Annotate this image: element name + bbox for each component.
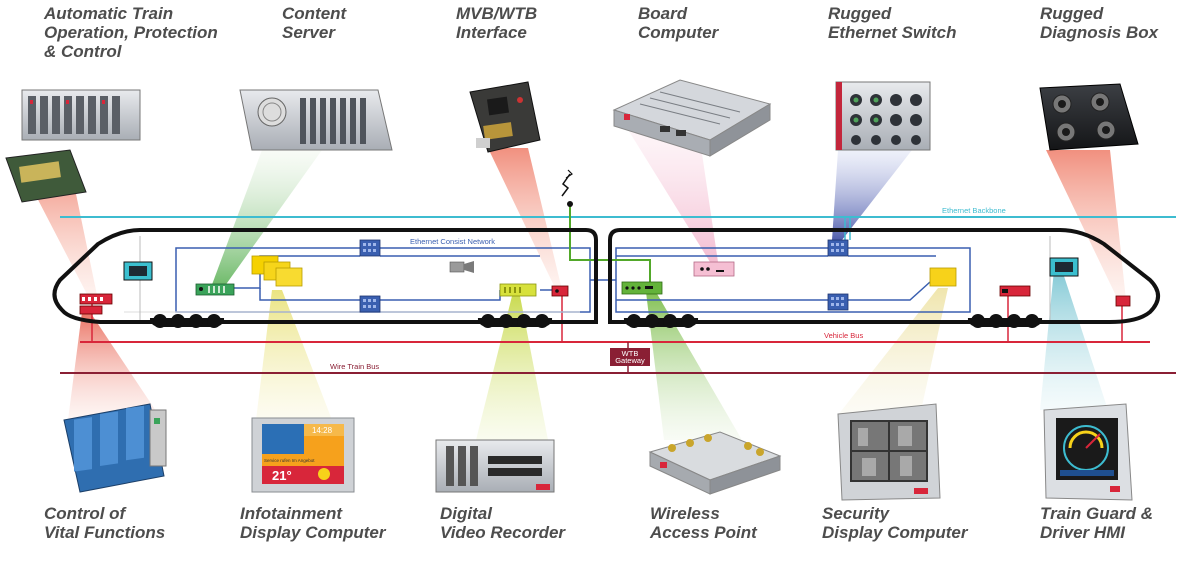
label-line: Ethernet Switch (828, 23, 957, 42)
beam-diagnosis (1046, 150, 1126, 300)
beam-board-computer (622, 120, 718, 262)
top-products (5, 79, 1139, 203)
label-video-recorder: Digital Video Recorder (440, 504, 565, 542)
label-line: Computer (638, 23, 719, 42)
svg-text:WTB: WTB (622, 349, 639, 358)
label-line: Board (638, 4, 688, 23)
atp-unit-icon (79, 293, 113, 315)
diagnosis-unit-icon (1115, 295, 1131, 307)
beam-mvb (488, 148, 562, 290)
content-server-unit-icon (195, 283, 235, 296)
wire-train-bus-label: Wire Train Bus (330, 362, 379, 371)
rack-chassis-icon (5, 89, 141, 203)
label-ethernet-switch: Rugged Ethernet Switch (828, 4, 956, 42)
label-line: Security (822, 504, 890, 523)
cab-display-right-icon (1049, 257, 1079, 277)
label-line: Operation, Protection (44, 23, 218, 42)
vehicle-bus-label: Vehicle Bus (824, 331, 863, 340)
label-line: Wireless (650, 504, 720, 523)
beam-infotainment (256, 290, 332, 420)
label-mvb-wtb: MVB/WTB Interface (456, 4, 537, 42)
label-line: Train Guard & (1040, 504, 1154, 523)
label-line: Automatic Train (44, 4, 174, 23)
label-line: Digital (440, 504, 492, 523)
label-line: Vital Functions (44, 523, 166, 542)
label-line: Interface (456, 23, 527, 42)
video-recorder-unit-icon (499, 283, 537, 297)
din-rail-module-icon (63, 403, 167, 493)
cab-display-left-icon (123, 261, 153, 281)
label-line: Rugged (1040, 4, 1104, 23)
label-line: Driver HMI (1040, 523, 1126, 542)
board-computer-unit-icon (693, 261, 735, 277)
svg-text:Gateway: Gateway (615, 356, 645, 365)
beam-switch (832, 150, 912, 240)
mvb-interface-unit-icon (551, 285, 569, 297)
label-line: Content (282, 4, 347, 23)
camera-icon (449, 261, 474, 273)
beam-security (838, 288, 948, 415)
label-line: Control of (44, 504, 126, 523)
train-devices (79, 239, 1131, 315)
label-line: Display Computer (822, 523, 968, 542)
label-atp: Automatic Train Operation, Protection & … (44, 4, 218, 61)
label-vital-functions: Control of Vital Functions (44, 504, 165, 542)
svg-text:Service rufen Im Angebot: Service rufen Im Angebot (264, 458, 315, 463)
label-line: Diagnosis Box (1040, 23, 1159, 42)
bottom-products: 14:28 Service rufen Im Angebot 21° (63, 403, 1133, 501)
label-line: Server (282, 23, 335, 42)
antenna-icon (561, 173, 571, 197)
diagnosis-box-icon (1039, 83, 1139, 151)
video-recorder-icon (435, 439, 555, 493)
security-display-unit-icon (929, 267, 957, 287)
svg-text:14:28: 14:28 (312, 426, 333, 435)
label-content-server: Content Server (282, 4, 346, 42)
access-point-unit-icon (621, 281, 663, 295)
label-line: Display Computer (240, 523, 386, 542)
beams (20, 120, 1126, 440)
label-security-display: Security Display Computer (822, 504, 967, 542)
bogies (149, 314, 1043, 328)
train-body (52, 228, 1160, 328)
beam-wap (646, 292, 742, 440)
label-diagnosis-box: Rugged Diagnosis Box (1040, 4, 1158, 42)
access-point-icon (648, 431, 782, 495)
label-access-point: Wireless Access Point (650, 504, 757, 542)
networks: Ethernet Backbone Wire Train Bus Vehicle… (60, 169, 1176, 374)
label-line: Infotainment (240, 504, 342, 523)
beam-content-server (210, 150, 322, 290)
wtb-gateway-box (610, 348, 650, 366)
beam-hmi (1040, 270, 1108, 410)
beam-dvr (476, 296, 548, 440)
atp-unit-right-icon (999, 285, 1031, 297)
ethernet-consist-label: Ethernet Consist Network (410, 237, 495, 246)
svg-text:21°: 21° (272, 468, 292, 483)
label-board-computer: Board Computer (638, 4, 718, 42)
ethernet-consist-loop-right (615, 247, 971, 313)
label-line: MVB/WTB (456, 4, 538, 23)
infotainment-display-icon: 14:28 Service rufen Im Angebot 21° (251, 417, 355, 493)
infotainment-screens-icon (251, 255, 303, 287)
board-computer-icon (612, 79, 772, 157)
label-line: & Control (44, 42, 122, 61)
label-infotainment: Infotainment Display Computer (240, 504, 385, 542)
security-display-icon (837, 403, 941, 501)
circuit-board-icon (469, 81, 541, 153)
label-driver-hmi: Train Guard & Driver HMI (1040, 504, 1153, 542)
label-line: Rugged (828, 4, 892, 23)
ethernet-backbone-label: Ethernet Backbone (942, 206, 1006, 215)
train-car-left (52, 228, 598, 324)
server-rack-icon (239, 89, 393, 151)
ethernet-switch-icon (835, 81, 931, 151)
label-line: Video Recorder (440, 523, 566, 542)
ethernet-switch-units (359, 239, 849, 313)
beam-vital (68, 312, 162, 420)
driver-hmi-icon (1043, 403, 1133, 501)
label-line: Access Point (650, 523, 757, 542)
train-car-right (608, 228, 1160, 324)
